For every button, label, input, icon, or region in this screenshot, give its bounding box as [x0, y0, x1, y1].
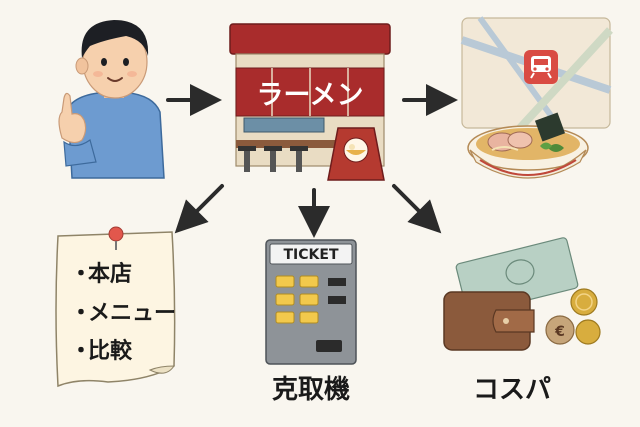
note-bullet-2: ・ — [70, 301, 92, 326]
flow-arrows — [166, 84, 458, 238]
shop-sign-text: ラーメン — [257, 80, 364, 111]
ramen-bowl-icon — [467, 112, 589, 179]
arrow-shop-to-wallet — [392, 184, 442, 234]
note-bullet-1: ・ — [70, 262, 92, 287]
note-bullet-3: ・ — [70, 339, 92, 364]
note-item-2: メニュー — [88, 301, 176, 326]
wallet-illustration: € — [443, 237, 601, 351]
coin-symbol: € — [554, 324, 565, 340]
ticket-machine-illustration: TICKET — [265, 239, 357, 365]
checklist-note: ・ 本店 ・ メニュー ・ 比較 — [55, 226, 176, 388]
note-item-3: 比較 — [88, 338, 133, 364]
ticket-buttons — [275, 275, 319, 324]
note-item-1: 本店 — [88, 262, 132, 287]
arrow-shop-to-note — [174, 184, 224, 234]
person-pointing-illustration — [58, 20, 165, 179]
ramen-shop-illustration: ラーメン — [229, 23, 391, 181]
wallet-caption: コスパ — [473, 375, 551, 405]
train-station-icon — [524, 50, 558, 84]
map-illustration — [460, 16, 613, 131]
coins: € — [545, 288, 601, 345]
ticket-machine-header: TICKET — [284, 247, 339, 263]
ticket-machine-caption: 克取機 — [272, 375, 350, 405]
ramen-bowl-board — [327, 127, 385, 181]
pin-icon — [108, 226, 124, 242]
